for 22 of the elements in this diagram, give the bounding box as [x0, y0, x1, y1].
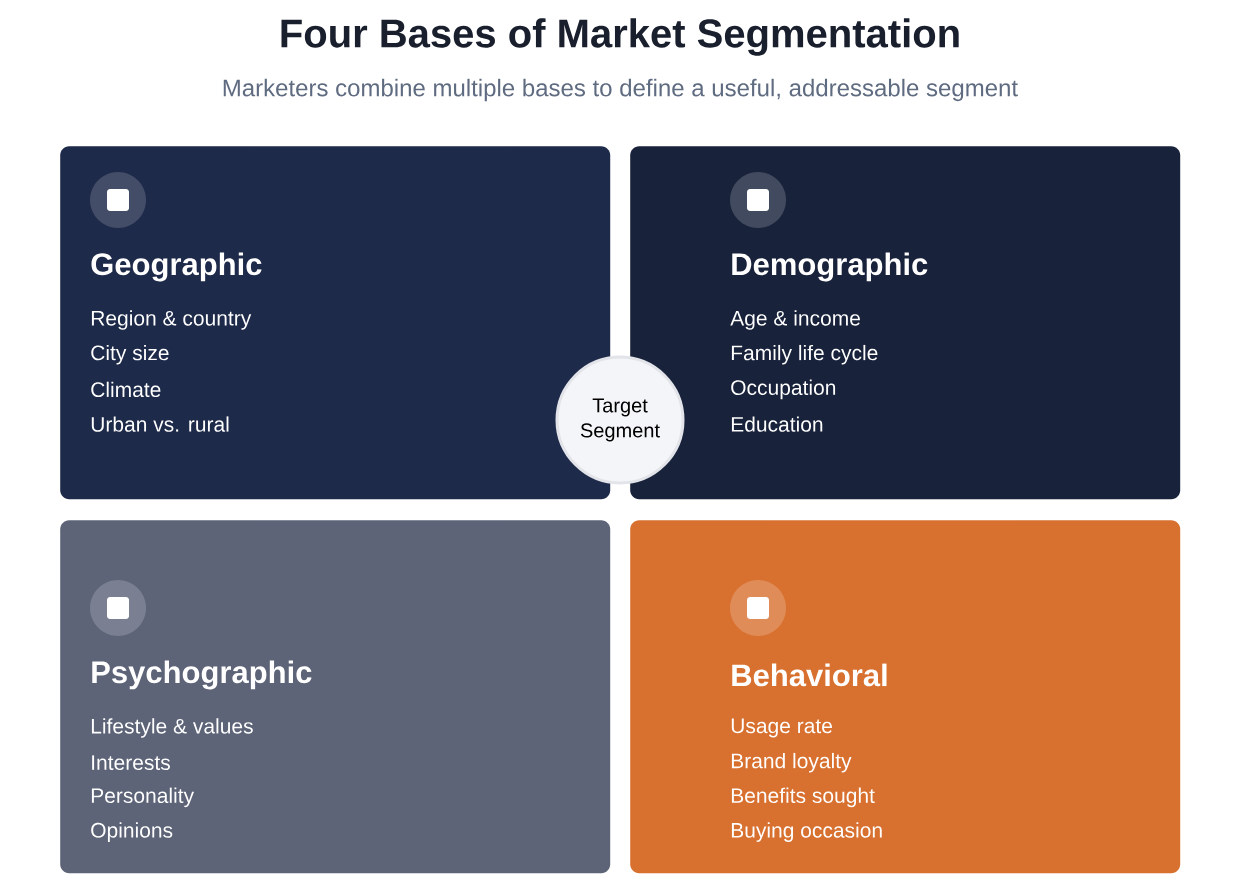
subtitle: Marketers combine multiple bases to define a useful, addressable segment	[223, 78, 1018, 102]
list-item: Personality	[91, 787, 195, 808]
list-item: Buying occasion	[731, 822, 882, 842]
card-heading: Psychographic	[92, 660, 312, 690]
list-item: Age & income	[730, 310, 860, 330]
title: Four Bases of Market Segmentation	[281, 18, 959, 56]
list-item: Interests	[92, 755, 170, 770]
list-item: Urban vs. rural	[91, 416, 229, 432]
list-item: Opinions	[91, 822, 173, 842]
list-item: Usage rate	[731, 718, 832, 738]
list-item: Benefits sought	[731, 787, 875, 808]
list-item: Family life cycle	[731, 344, 878, 365]
list-item: Brand loyalty	[731, 752, 852, 773]
list-item: Occupation	[731, 379, 836, 400]
list-item: Education	[731, 416, 823, 432]
list-item: Climate	[91, 381, 161, 398]
list-item: City size	[91, 344, 169, 365]
list-item: Region & country	[91, 310, 252, 330]
card-heading: Geographic	[91, 252, 262, 282]
card-heading: Demographic	[732, 252, 928, 282]
card-heading: Behavioral	[732, 663, 887, 687]
list-item: Lifestyle & values	[91, 718, 253, 738]
